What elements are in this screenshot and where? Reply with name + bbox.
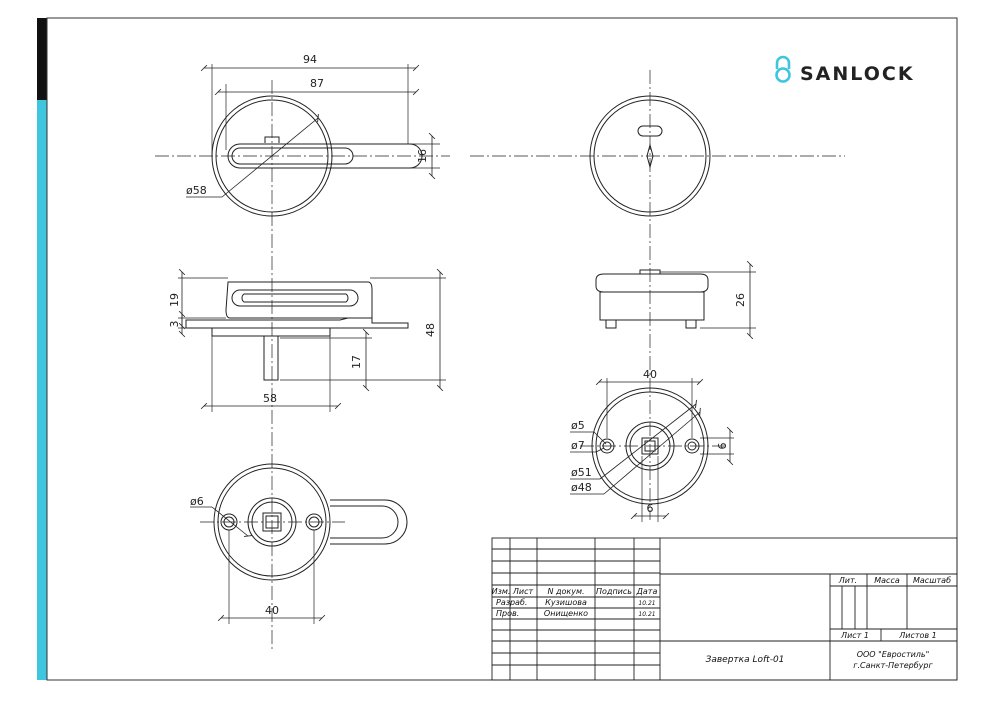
dim-right-d48: ø48 [571,481,592,494]
tb-scale-label: Масштаб [913,576,951,585]
side-view [178,268,446,412]
dim-right-square-side: 6 [716,443,729,450]
dim-side-width: 58 [263,392,277,405]
tb-header-doc: N докум. [547,587,584,596]
tb-lit-label: Лит. [838,576,857,585]
dim-right-d51: ø51 [571,466,592,479]
brand-logo: SANLOCK [775,55,915,85]
rear-view [190,463,408,624]
side-bar-dark [37,18,47,100]
dim-front-diameter: ø58 [186,184,207,197]
tb-product-name: Завертка Loft-01 [706,655,785,665]
tb-header-signature: Подпись [596,587,632,596]
drawing-frame [46,17,958,681]
tb-sheet-label: Лист 1 [840,631,869,640]
dim-front-handle-height: 16 [416,149,429,163]
dim-side-height-3: 3 [168,321,181,328]
dim-rear-hole-spacing: 40 [265,604,279,617]
dim-front-total-length: 94 [303,53,317,66]
brand-name: SANLOCK [800,63,915,85]
dim-right-side-height: 26 [734,293,747,307]
dim-right-square-bottom: 6 [647,502,654,515]
dim-right-d7: ø7 [571,439,585,452]
side-bar-accent [37,100,47,680]
tb-header-change: Изм. [492,587,511,596]
tb-row-role: Разраб. [496,598,527,607]
tb-row-date: 10.21 [638,600,655,607]
tb-sheets-label: Листов 1 [898,631,937,640]
dim-front-handle-length: 87 [310,77,324,90]
indicator-side-view [595,260,756,340]
title-block-text: Изм. Лист N докум. Подпись Дата Разраб. … [492,576,951,670]
indicator-front-view [470,70,845,520]
tb-row-name: Онищенко [544,609,588,618]
tb-row-name: Кузишова [545,598,587,607]
dim-rear-bolt-diameter: ø6 [190,495,204,508]
front-view [155,64,450,650]
tb-row-date: 10.21 [638,611,655,618]
tb-row-role: Пров. [496,609,519,618]
dim-side-spindle: 17 [350,355,363,369]
tb-mass-label: Масса [874,576,900,585]
title-block [491,537,958,681]
dim-side-total-height: 48 [424,323,437,337]
dim-right-top-width: 40 [643,368,657,381]
dim-side-height-19: 19 [168,293,181,307]
tb-header-sheet: Лист [512,587,534,596]
tb-header-date: Дата [636,587,658,596]
lock-icon [775,55,791,83]
tb-company-name: ООО "Евростиль" [857,650,930,659]
tb-company-city: г.Санкт-Петербург [853,661,933,670]
dim-right-d5: ø5 [571,419,585,432]
indicator-rear-view [570,378,734,522]
